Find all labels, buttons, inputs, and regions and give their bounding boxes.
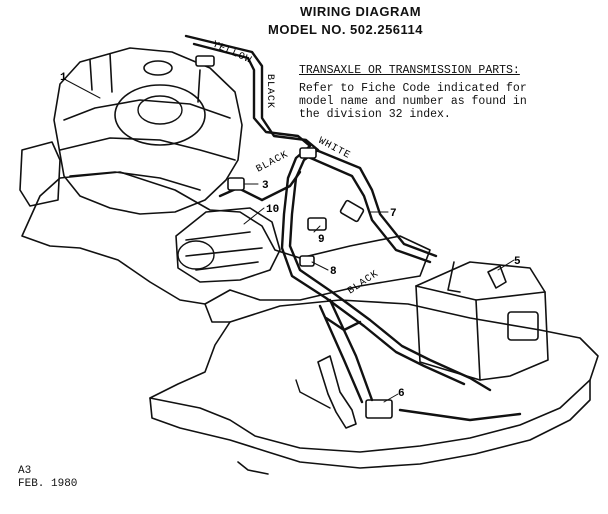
callout-1: 1	[60, 72, 67, 84]
connector-9	[307, 217, 327, 231]
throttle-lever	[447, 261, 461, 293]
control-tower	[415, 261, 549, 381]
label-black-mid: BLACK	[255, 149, 291, 175]
print-date: FEB. 1980	[18, 478, 78, 490]
starter-hub	[137, 95, 183, 125]
control-lever	[317, 355, 357, 429]
connector-top	[195, 55, 215, 67]
connector-3	[227, 177, 245, 191]
mower-deck	[149, 299, 599, 475]
callout-9: 9	[318, 234, 325, 246]
wiring-harness	[184, 34, 522, 422]
diagram-title: WIRING DIAGRAM	[300, 4, 422, 19]
transaxle	[175, 207, 281, 283]
safety-switch	[365, 399, 393, 419]
transaxle-note: TRANSAXLE OR TRANSMISSION PARTS: Refer t…	[299, 64, 599, 121]
label-yellow: YELLOW	[210, 40, 253, 67]
air-cleaner	[19, 141, 61, 207]
footer: A3 FEB. 1980	[18, 465, 77, 491]
callout-10: 10	[266, 204, 279, 216]
callout-6: 6	[398, 388, 405, 400]
callout-3: 3	[262, 180, 269, 192]
recoil-starter	[114, 84, 206, 146]
callout-8: 8	[330, 266, 337, 278]
leader-lines	[65, 79, 515, 403]
label-black-top: BLACK	[264, 74, 275, 109]
fuel-cap	[143, 60, 173, 76]
page-code: A3	[18, 465, 32, 477]
tractor-frame	[21, 171, 431, 323]
note-body: Refer to Fiche Code indicated for model …	[299, 82, 527, 121]
connector-8	[299, 255, 315, 267]
transaxle-pulley	[177, 240, 215, 270]
connector-7	[339, 199, 365, 223]
callout-7: 7	[390, 208, 397, 220]
ignition-switch	[487, 265, 507, 289]
lever-link	[295, 379, 331, 409]
connector-white	[299, 147, 317, 159]
model-number: MODEL NO. 502.256114	[268, 22, 424, 37]
note-heading: TRANSAXLE OR TRANSMISSION PARTS:	[299, 64, 520, 77]
callout-5: 5	[514, 256, 521, 268]
